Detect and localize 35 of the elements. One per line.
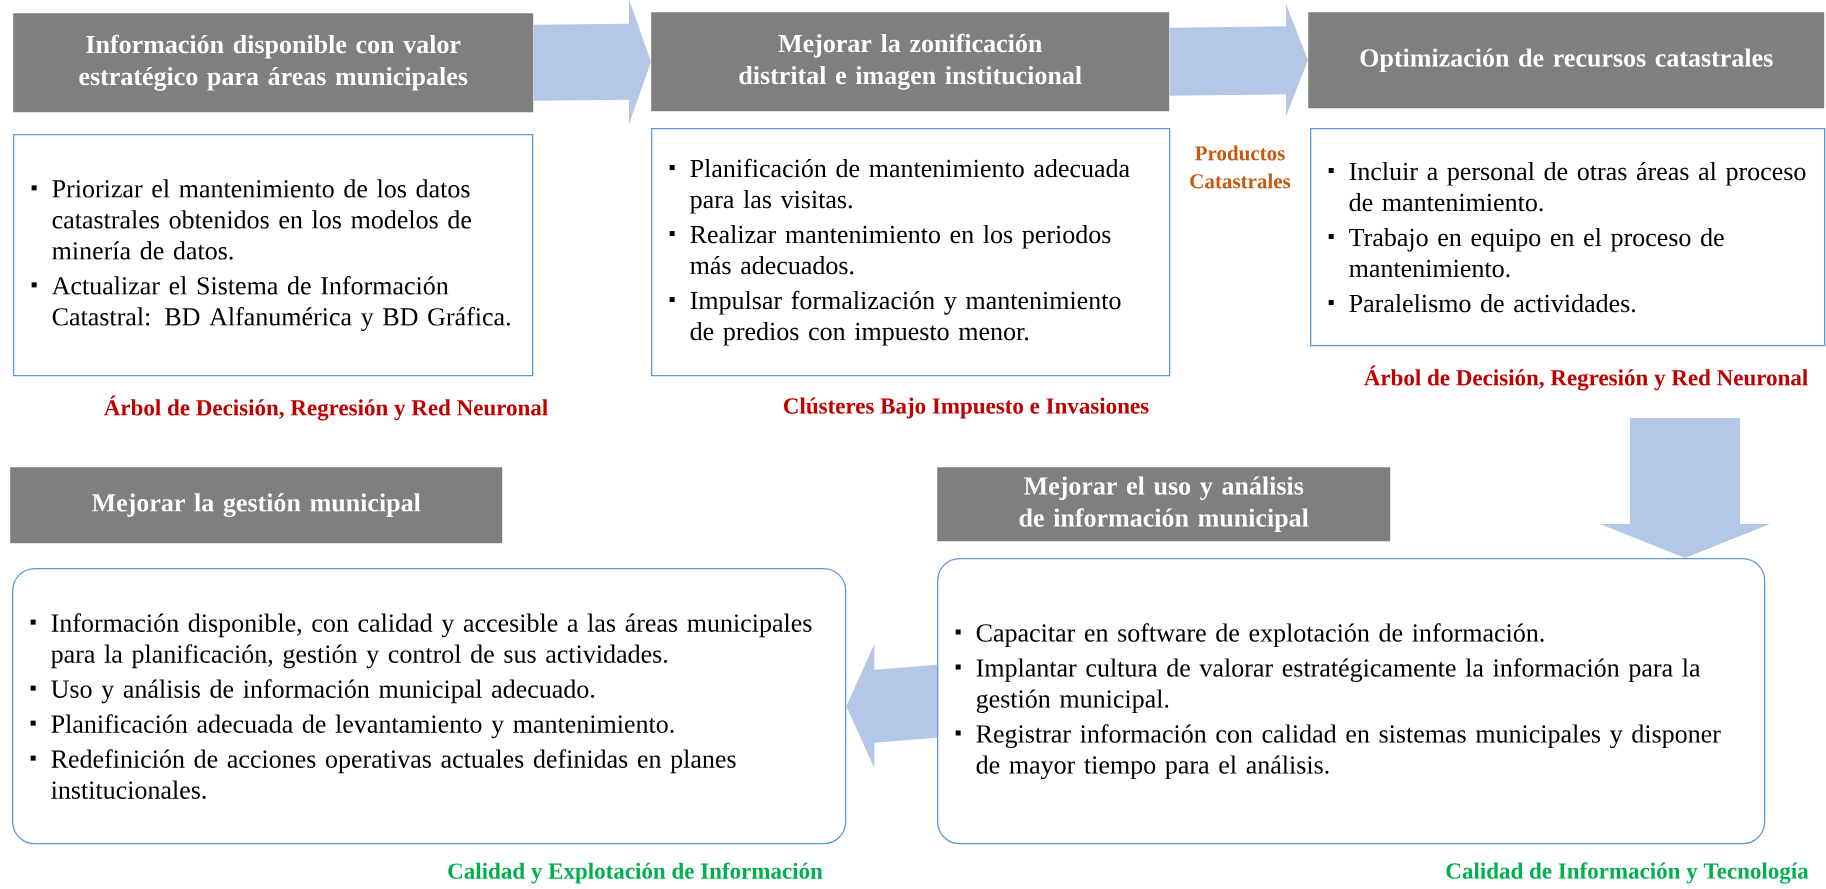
- bullet-item: Actualizar el Sistema de Información Catastral: BD Alfanumérica y BD Gráfica.: [31, 276, 510, 331]
- header-box: Optimización de recursos catastrales: [1308, 12, 1825, 109]
- bullet-item: Incluir a personal de otras áreas al proceso de mantenimiento.: [1328, 161, 1806, 212]
- text-box: [937, 558, 1766, 845]
- block-arrow: [1169, 4, 1308, 117]
- header-box: Mejorar la zonificación distrital e imagen institucional: [651, 12, 1170, 112]
- node-label: Clústeres Bajo Impuesto e Invasiones: [784, 397, 1149, 419]
- bullet-item: Implantar cultura de valorar estratégicamente la información para la gestión municipal.: [955, 658, 1701, 714]
- header-box: Información disponible con valor estratégico para áreas municipales: [13, 13, 534, 113]
- node-label: Árbol de Decisión, Regresión y Red Neuronal: [104, 395, 548, 421]
- block-arrow: [1600, 418, 1770, 558]
- bullet-item: Redefinición de acciones operativas actuales definidas en planes institucionales.: [30, 749, 736, 799]
- bullet-item: Impulsar formalización y mantenimiento de predios con impuesto menor.: [669, 290, 1121, 346]
- bullet-item: Uso y análisis de información municipal adecuado.: [30, 679, 595, 704]
- block-arrow: [533, 0, 651, 125]
- text-box: [13, 134, 534, 377]
- bullet-item: Trabajo en equipo en el proceso de mantenimiento.: [1328, 227, 1724, 278]
- bullet-item: Capacitar en software de explotación de información.: [955, 623, 1544, 648]
- text-box: [651, 128, 1171, 377]
- bullet-item: Información disponible, con calidad y accesible a las áreas municipales para la planificación, gestión y control de sus actividades.: [30, 613, 812, 669]
- node-label: Calidad de Información y Tecnología: [1446, 862, 1809, 884]
- edge-label: Productos Catastrales: [1190, 145, 1291, 189]
- bullet-item: Planificación de mantenimiento adecuada para las visitas.: [669, 158, 1130, 214]
- bullet-item: Paralelismo de actividades.: [1328, 293, 1636, 313]
- bullet-item: Registrar información con calidad en sistemas municipales y disponer de mayor tiempo para el análisis.: [955, 724, 1721, 780]
- node-label: Calidad y Explotación de Información: [448, 862, 823, 884]
- block-arrow: [846, 644, 937, 769]
- node-label: Árbol de Decisión, Regresión y Red Neuronal: [1364, 365, 1808, 391]
- header-box: Mejorar la gestión municipal: [10, 467, 503, 544]
- header-box: Mejorar el uso y análisis de información municipal: [937, 467, 1391, 542]
- text-box: [12, 568, 847, 845]
- bullet-item: Priorizar el mantenimiento de los datos catastrales obtenidos en los modelos de minería de datos.: [31, 179, 471, 260]
- bullet-item: Planificación adecuada de levantamiento y mantenimiento.: [30, 714, 674, 739]
- text-box: [1310, 128, 1826, 347]
- bullet-item: Realizar mantenimiento en los periodos más adecuados.: [669, 225, 1111, 275]
